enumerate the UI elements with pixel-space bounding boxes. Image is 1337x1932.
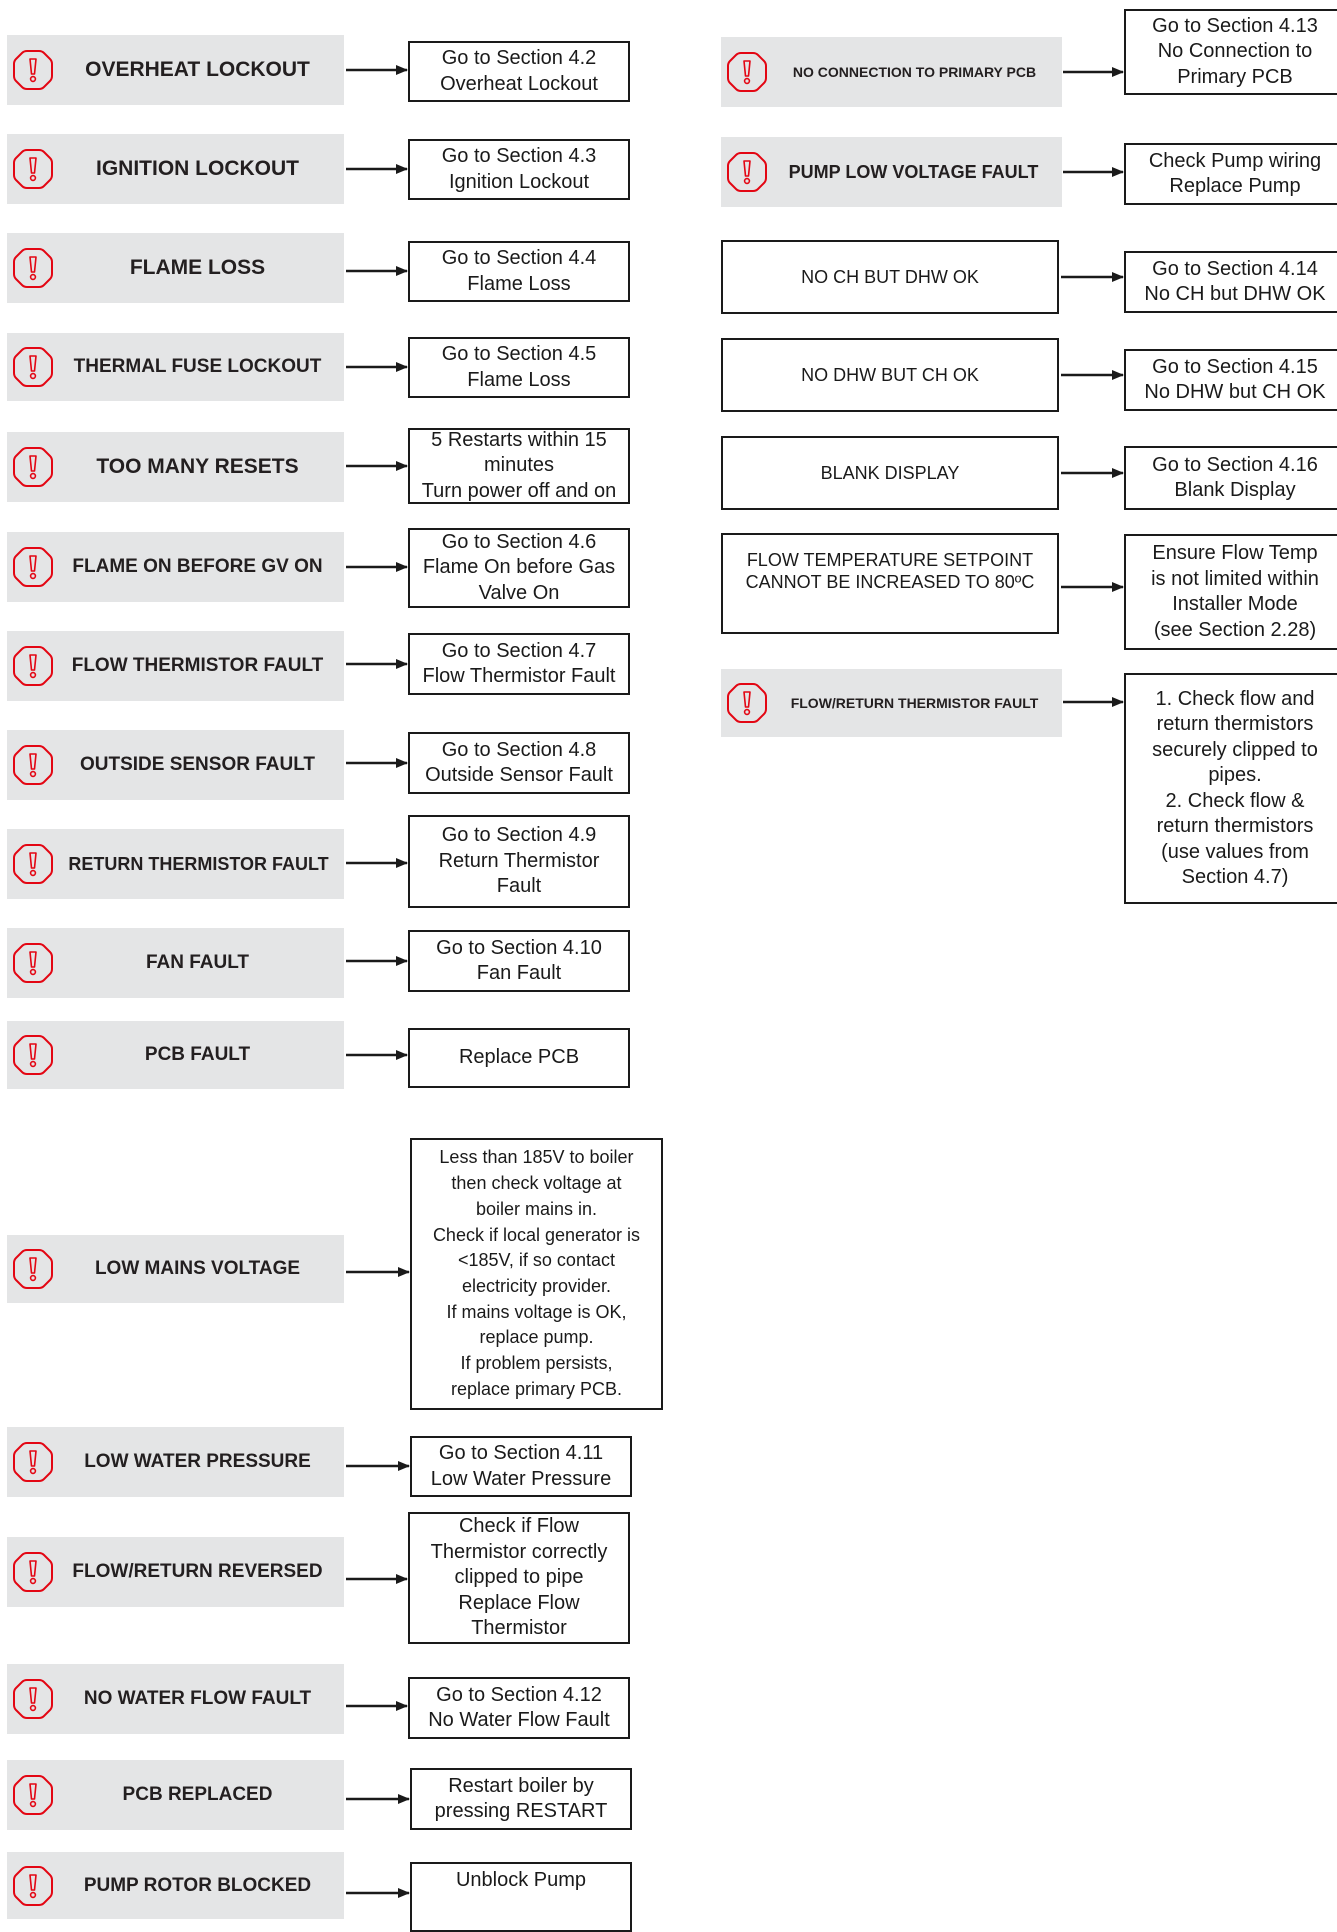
fault-label: THERMAL FUSE LOCKOUT <box>73 356 322 377</box>
action-box: Go to Section 4.5 Flame Loss <box>408 337 630 398</box>
fault-label: IGNITION LOCKOUT <box>96 157 299 180</box>
warning-icon <box>12 1034 54 1076</box>
action-box: Go to Section 4.3 Ignition Lockout <box>408 139 630 200</box>
fault-label: PCB REPLACED <box>122 1784 273 1805</box>
fault-label: NO WATER FLOW FAULT <box>83 1688 312 1709</box>
warning-icon <box>12 148 54 190</box>
warning-icon <box>12 49 54 91</box>
fault-return-thermistor: RETURN THERMISTOR FAULT <box>7 829 344 899</box>
warning-icon <box>12 942 54 984</box>
fault-label: LOW MAINS VOLTAGE <box>94 1258 301 1279</box>
fault-label: PUMP LOW VOLTAGE FAULT <box>788 161 1039 182</box>
warning-icon <box>12 247 54 289</box>
fault-flow-thermistor: FLOW THERMISTOR FAULT <box>7 631 344 701</box>
fault-overheat-lockout: OVERHEAT LOCKOUT <box>7 35 344 105</box>
warning-icon <box>12 1774 54 1816</box>
action-box: Go to Section 4.8 Outside Sensor Fault <box>408 732 630 794</box>
warning-icon <box>726 151 768 193</box>
fault-flow-return-reversed: FLOW/RETURN REVERSED <box>7 1537 344 1607</box>
action-box: Check if Flow Thermistor correctly clipp… <box>408 1512 630 1644</box>
action-box: Go to Section 4.9 Return Thermistor Faul… <box>408 815 630 908</box>
action-box: 5 Restarts within 15 minutes Turn power … <box>408 428 630 504</box>
warning-icon <box>12 1678 54 1720</box>
warning-icon <box>12 546 54 588</box>
warning-icon <box>12 346 54 388</box>
fault-no-connection-primary-pcb: NO CONNECTION TO PRIMARY PCB <box>721 37 1062 107</box>
fault-flame-loss: FLAME LOSS <box>7 233 344 303</box>
warning-icon <box>12 645 54 687</box>
fault-flame-on-before-gv-on: FLAME ON BEFORE GV ON <box>7 532 344 602</box>
fault-label: FLOW/RETURN REVERSED <box>72 1561 323 1582</box>
warning-icon <box>12 1551 54 1593</box>
fault-thermal-fuse-lockout: THERMAL FUSE LOCKOUT <box>7 333 344 401</box>
action-box: Replace PCB <box>408 1028 630 1088</box>
action-box: Go to Section 4.10 Fan Fault <box>408 930 630 992</box>
fault-pump-rotor-blocked: PUMP ROTOR BLOCKED <box>7 1852 344 1919</box>
action-box: Go to Section 4.6 Flame On before Gas Va… <box>408 528 630 608</box>
fault-box-blank-display: BLANK DISPLAY <box>721 436 1059 510</box>
fault-box-no-ch-but-dhw-ok: NO CH BUT DHW OK <box>721 240 1059 314</box>
fault-box-no-dhw-but-ch-ok: NO DHW BUT CH OK <box>721 338 1059 412</box>
fault-label: OUTSIDE SENSOR FAULT <box>79 754 316 775</box>
fault-label: FLOW THERMISTOR FAULT <box>71 655 324 676</box>
action-box: Go to Section 4.13 No Connection to Prim… <box>1124 9 1337 95</box>
warning-icon <box>12 744 54 786</box>
action-box: Go to Section 4.11 Low Water Pressure <box>410 1436 632 1497</box>
action-box: Ensure Flow Temp is not limited within I… <box>1124 534 1337 650</box>
fault-label: LOW WATER PRESSURE <box>84 1451 311 1472</box>
action-box: Go to Section 4.2 Overheat Lockout <box>408 41 630 102</box>
fault-low-water-pressure: LOW WATER PRESSURE <box>7 1427 344 1497</box>
fault-low-mains-voltage: LOW MAINS VOLTAGE <box>7 1235 344 1303</box>
fault-label: TOO MANY RESETS <box>96 455 299 478</box>
fault-pump-low-voltage: PUMP LOW VOLTAGE FAULT <box>721 137 1062 207</box>
action-box: 1. Check flow and return thermistors sec… <box>1124 673 1337 904</box>
warning-icon <box>12 1248 54 1290</box>
fault-label: RETURN THERMISTOR FAULT <box>68 853 329 874</box>
warning-icon <box>12 446 54 488</box>
action-box: Go to Section 4.15 No DHW but CH OK <box>1124 349 1337 411</box>
fault-box-flow-temp-setpoint: FLOW TEMPERATURE SETPOINT CANNOT BE INCR… <box>721 533 1059 634</box>
fault-label: FLOW/RETURN THERMISTOR FAULT <box>790 695 1039 711</box>
action-box: Less than 185V to boiler then check volt… <box>410 1138 663 1410</box>
fault-pcb-replaced: PCB REPLACED <box>7 1760 344 1830</box>
action-box: Go to Section 4.4 Flame Loss <box>408 241 630 302</box>
fault-label: PUMP ROTOR BLOCKED <box>83 1874 312 1896</box>
fault-too-many-resets: TOO MANY RESETS <box>7 432 344 502</box>
warning-icon <box>726 682 768 724</box>
action-box: Go to Section 4.7 Flow Thermistor Fault <box>408 633 630 695</box>
fault-pcb: PCB FAULT <box>7 1021 344 1089</box>
fault-label: FAN FAULT <box>145 952 250 973</box>
warning-icon <box>12 1865 54 1907</box>
fault-outside-sensor: OUTSIDE SENSOR FAULT <box>7 730 344 800</box>
warning-icon <box>12 1441 54 1483</box>
warning-icon <box>12 843 54 885</box>
fault-label: FLAME ON BEFORE GV ON <box>72 556 323 577</box>
action-box: Go to Section 4.14 No CH but DHW OK <box>1124 251 1337 313</box>
fault-label: FLAME LOSS <box>129 256 266 279</box>
fault-flow-return-thermistor: FLOW/RETURN THERMISTOR FAULT <box>721 669 1062 737</box>
fault-label: OVERHEAT LOCKOUT <box>85 58 310 81</box>
fault-ignition-lockout: IGNITION LOCKOUT <box>7 134 344 204</box>
warning-icon <box>726 51 768 93</box>
action-box: Go to Section 4.12 No Water Flow Fault <box>408 1677 630 1739</box>
action-box: Check Pump wiring Replace Pump <box>1124 143 1337 205</box>
fault-label: PCB FAULT <box>144 1044 251 1065</box>
fault-label: NO CONNECTION TO PRIMARY PCB <box>792 64 1037 80</box>
action-box: Go to Section 4.16 Blank Display <box>1124 446 1337 510</box>
fault-no-water-flow: NO WATER FLOW FAULT <box>7 1664 344 1734</box>
fault-fan: FAN FAULT <box>7 928 344 998</box>
action-box: Restart boiler by pressing RESTART <box>410 1768 632 1830</box>
